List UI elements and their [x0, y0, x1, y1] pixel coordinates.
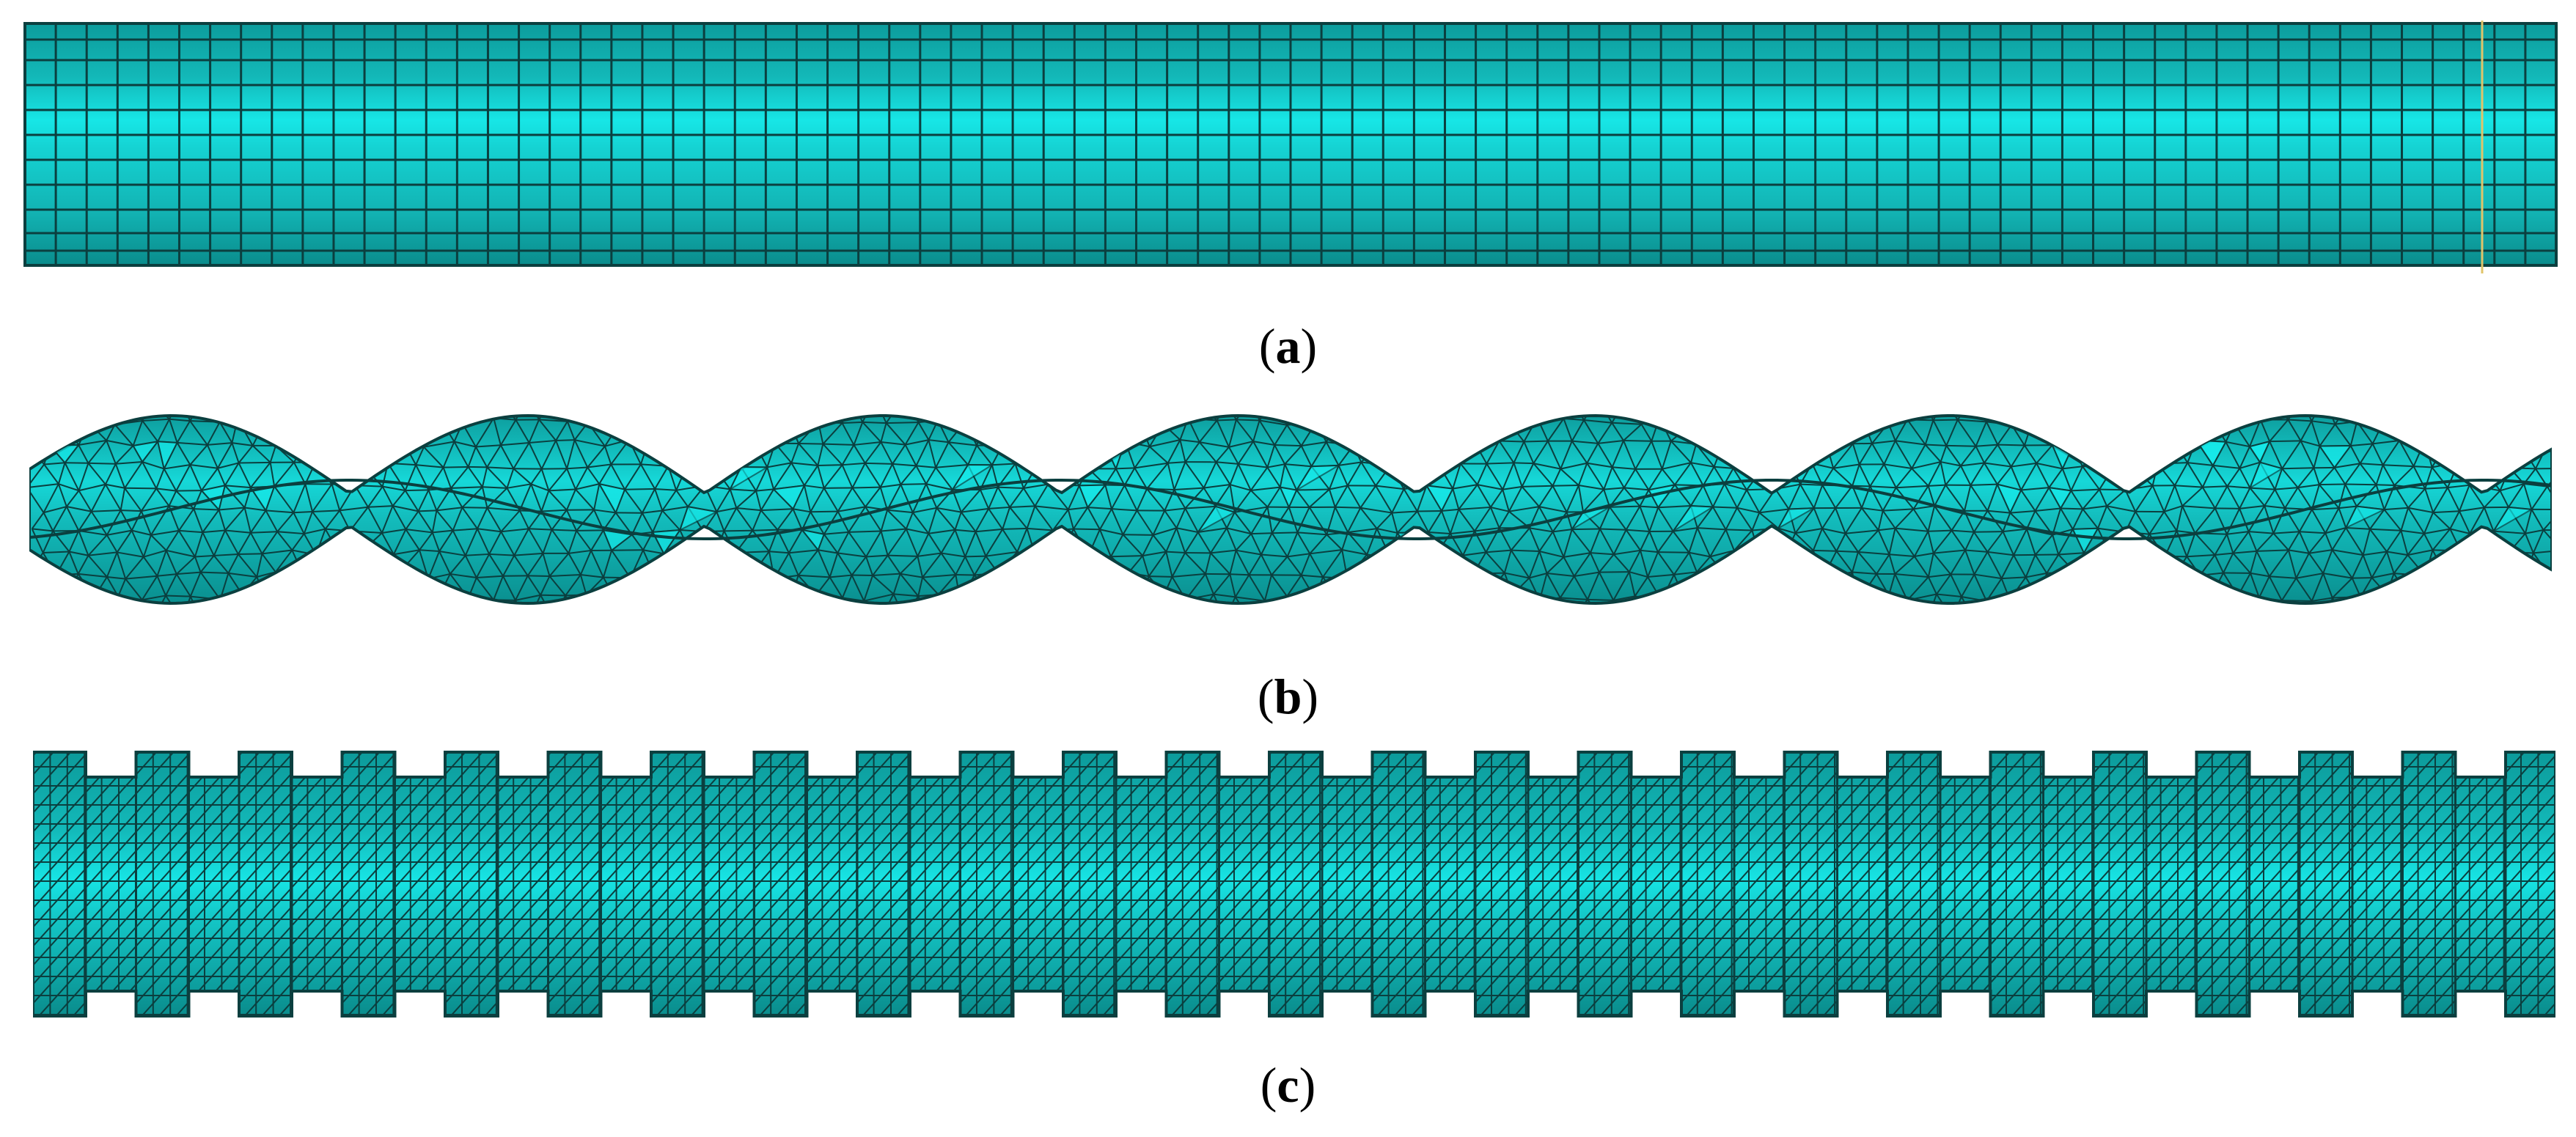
twisted-tube-tri-mesh: [29, 413, 2552, 606]
smooth-tube-quad-mesh: [23, 21, 2558, 273]
caption-c: (c): [1260, 1057, 1316, 1113]
caption-a: (a): [1258, 318, 1318, 374]
ribbed-tube-tri-mesh: [33, 751, 2555, 1018]
caption-b: (b): [1257, 669, 1319, 724]
